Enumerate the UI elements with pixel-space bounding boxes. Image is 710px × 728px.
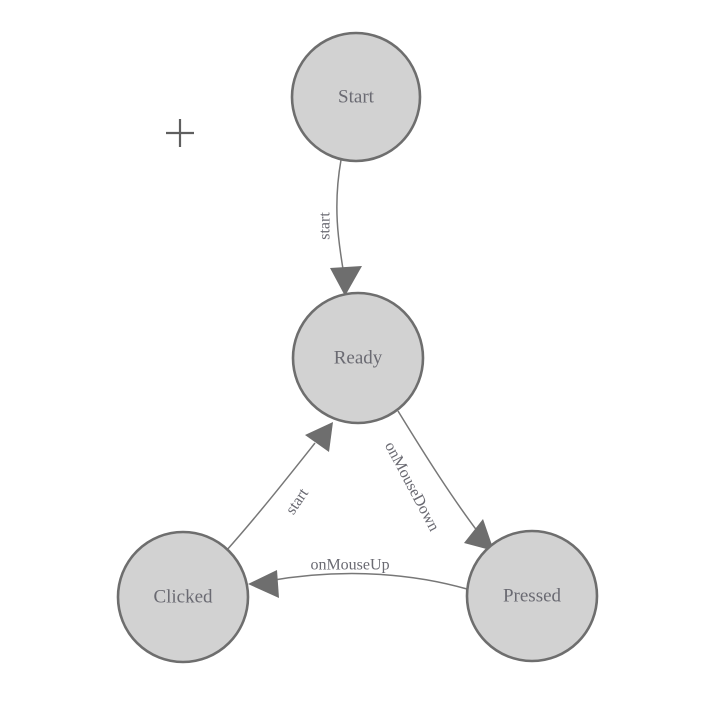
node-start-circle[interactable] [290,31,422,163]
edge-label-onmousedown: onMouseDown [381,439,442,534]
edge-clicked-to-ready[interactable]: start [225,422,333,552]
edge-pressed-to-clicked-path [267,572,468,590]
node-clicked-circle[interactable] [116,530,250,664]
edge-clicked-to-ready-path [225,442,316,552]
node-clicked[interactable]: Clicked [116,530,250,664]
edge-label-start-lower: start [283,485,313,518]
plus-marker-icon [166,119,194,147]
edge-ready-to-pressed-path [397,410,482,537]
node-clicked-label: Clicked [153,586,213,607]
edge-clicked-to-ready-arrowhead [305,422,333,452]
edge-start-to-ready-arrowhead [330,266,362,296]
edge-ready-to-pressed-arrowhead [464,519,494,551]
node-pressed[interactable]: Pressed [465,529,599,663]
edge-pressed-to-clicked-arrowhead [248,570,279,598]
node-ready-circle[interactable] [291,291,425,425]
node-start[interactable]: Start [290,31,422,163]
edge-ready-to-pressed[interactable]: onMouseDown [381,410,494,551]
node-pressed-circle[interactable] [465,529,599,663]
edge-label-onmouseup: onMouseUp [310,557,389,574]
edge-label-start-upper: start [317,212,334,240]
edge-start-to-ready[interactable]: start [317,159,362,296]
edge-pressed-to-clicked[interactable]: onMouseUp [248,557,468,598]
node-ready-label: Ready [334,347,383,368]
node-ready[interactable]: Ready [291,291,425,425]
node-start-label: Start [338,86,375,107]
edge-start-to-ready-path [336,159,345,276]
node-pressed-label: Pressed [503,585,562,606]
